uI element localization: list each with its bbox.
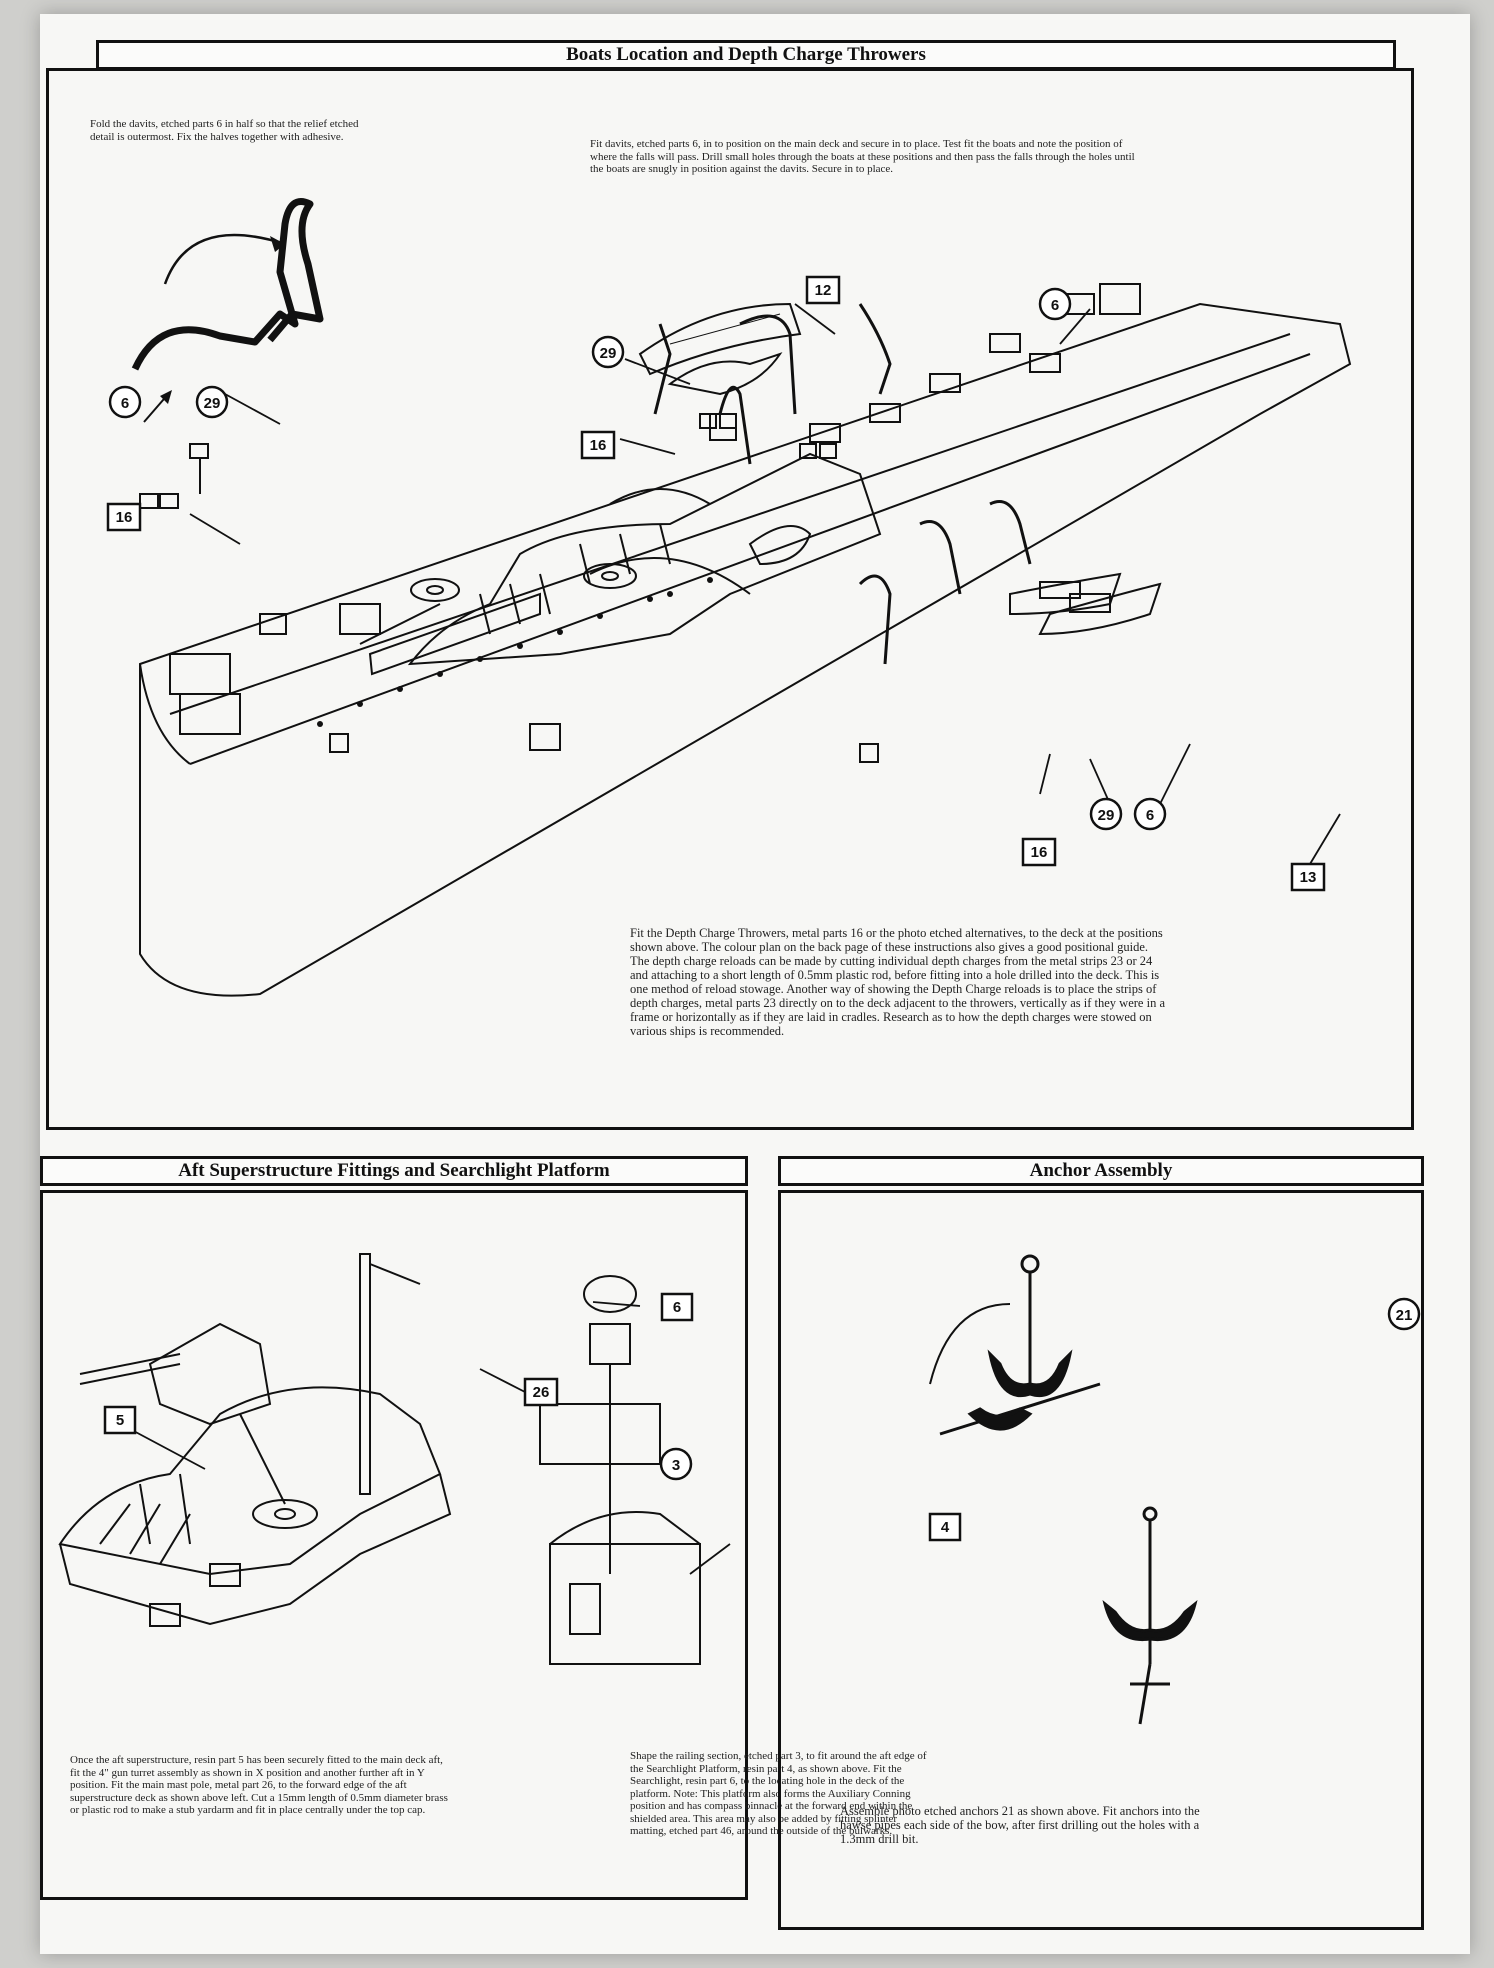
anchor-panel: [778, 1190, 1424, 1930]
note-depth-charges: Fit the Depth Charge Throwers, metal par…: [630, 926, 1165, 1038]
callouts-top: 6 29 29 6 29 6 16 16 12 16 13: [106, 275, 1326, 892]
note-aft-superstructure: Once the aft superstructure, resin part …: [70, 1754, 448, 1816]
label-part-3: 3: [672, 1457, 680, 1474]
label-part-12: 12: [815, 282, 832, 299]
label-part-16: 16: [590, 437, 607, 454]
section-title-aft: Aft Superstructure Fittings and Searchli…: [40, 1156, 748, 1186]
note-fit-davits: Fit davits, etched parts 6, in to positi…: [590, 138, 1135, 175]
callouts-aft: 5 26 6 3 4: [103, 1292, 962, 1575]
label-part-13: 13: [1300, 869, 1317, 886]
ship-hull-illustration: [139, 283, 1352, 997]
label-part-5: 5: [116, 1412, 124, 1429]
label-part-6: 6: [1051, 297, 1059, 314]
label-part-21: 21: [1396, 1307, 1413, 1324]
note-fold-davits: Fold the davits, etched parts 6 in half …: [90, 118, 359, 143]
depth-charge-throwers: [139, 413, 879, 763]
label-part-6: 6: [121, 395, 129, 412]
callout-anchor: 21: [1387, 1297, 1421, 1331]
anchor-illustration: [929, 1254, 1198, 1725]
davit-fold-illustration: [131, 198, 324, 423]
note-anchor-assembly: Assemble photo etched anchors 21 as show…: [840, 1804, 1200, 1846]
label-part-29: 29: [204, 395, 221, 412]
label-part-16: 16: [1031, 844, 1048, 861]
label-part-6: 6: [1146, 807, 1154, 824]
note-searchlight-platform: Shape the railing section, etched part 3…: [630, 1750, 927, 1837]
label-part-26: 26: [533, 1384, 550, 1401]
label-part-16: 16: [116, 509, 133, 526]
instruction-sheet: Boats Location and Depth Charge Throwers…: [40, 14, 1470, 1954]
aft-panel: [40, 1190, 748, 1900]
label-part-29: 29: [600, 345, 617, 362]
searchlight-platform-illustration: [539, 1275, 701, 1665]
boats-davits-illustration: [638, 302, 1122, 665]
callout-leaders-top: [189, 303, 1341, 865]
aft-superstructure-illustration: [58, 1253, 452, 1627]
label-part-6: 6: [673, 1299, 681, 1316]
boats-panel: [46, 68, 1414, 1130]
section-title-anchor: Anchor Assembly: [778, 1156, 1424, 1186]
label-part-4: 4: [941, 1519, 950, 1536]
label-part-29: 29: [1098, 807, 1115, 824]
